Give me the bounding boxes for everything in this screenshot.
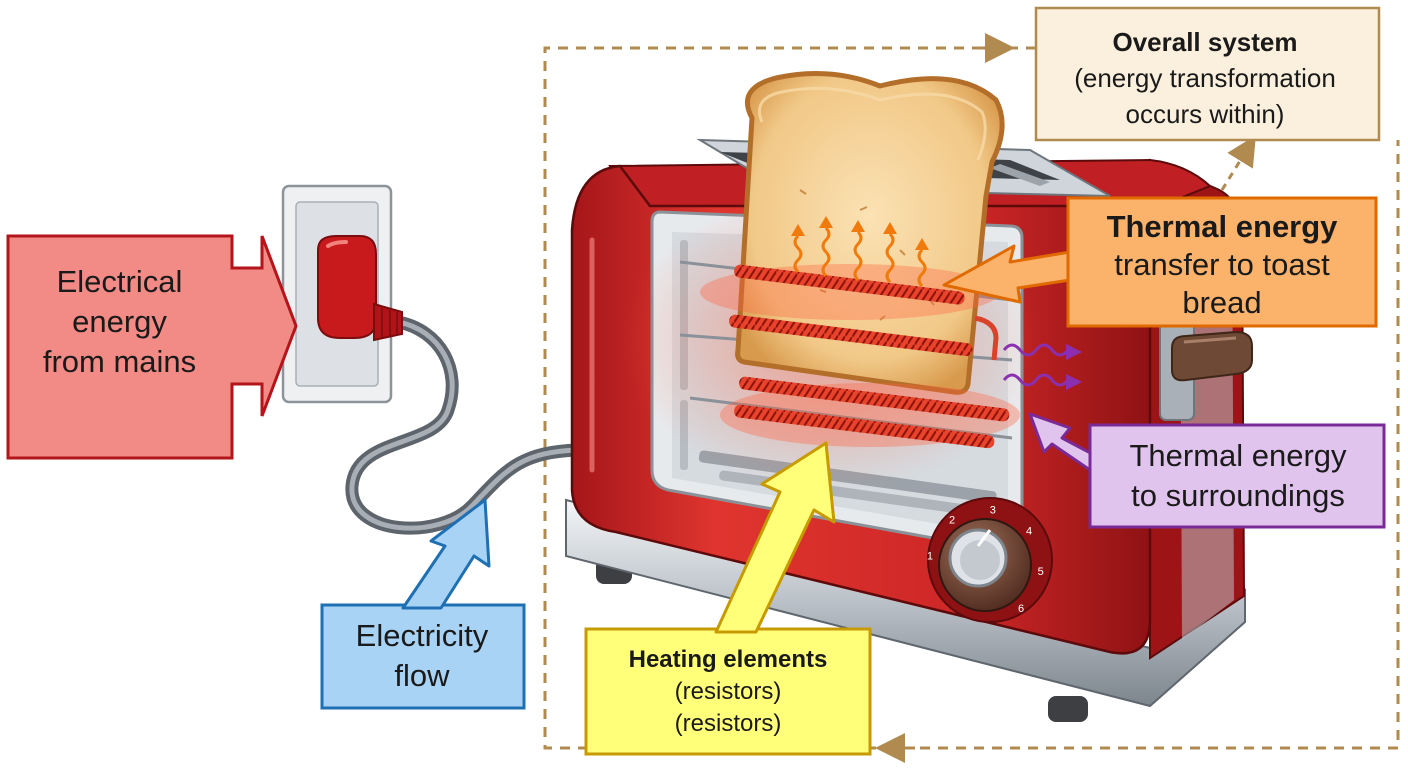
electrical-energy-label: Electrical energy from mains (12, 262, 227, 382)
surroundings-line-2: to surroundings (1131, 478, 1345, 513)
dial-number: 5 (1038, 566, 1044, 578)
toast-line-1: transfer to toast (1114, 247, 1330, 282)
system-boundary (543, 33, 1400, 763)
system-callout-shape (1034, 6, 1381, 142)
dial-number: 6 (1018, 603, 1024, 615)
electricity-flow-label: Electricity flow (322, 616, 522, 696)
thermal-to-toast-label: Thermal energy transfer to toast bread (1072, 208, 1372, 322)
mains-line-2: energy (72, 304, 167, 339)
heating-elements-label: Heating elements (resistors) (resistors) (588, 644, 868, 740)
bread-slice (735, 71, 1005, 395)
flow-line-2: flow (394, 658, 450, 693)
heating-line-1: (resistors) (674, 678, 782, 705)
plug (317, 235, 403, 342)
heat-loss-arrows (1002, 343, 1082, 390)
system-title: Overall system (1112, 27, 1298, 57)
heating-line-2: (resistors) (674, 710, 782, 737)
toast-line-2: bread (1182, 285, 1262, 320)
browning-dial (927, 497, 1053, 623)
toast-callout-shape (942, 196, 1378, 328)
dial-number: 1 (927, 550, 933, 562)
mains-callout-shape (6, 234, 298, 460)
flow-callout-shape (320, 498, 526, 710)
heat-transfer-arrows (793, 226, 927, 288)
surroundings-line-1: Thermal energy (1129, 438, 1347, 473)
dial-number: 3 (990, 505, 996, 517)
mains-line-1: Electrical (56, 264, 183, 299)
surroundings-callout-shape (1028, 412, 1386, 529)
overall-system-label: Overall system (energy transformation oc… (1038, 24, 1372, 132)
heating-callout-shape (584, 441, 872, 756)
mains-line-3: from mains (42, 344, 197, 379)
flow-line-1: Electricity (355, 618, 489, 653)
dial-number: 2 (949, 515, 955, 527)
thermal-to-surroundings-label: Thermal energy to surroundings (1094, 436, 1382, 516)
toast-title: Thermal energy (1106, 209, 1338, 244)
system-line-2: occurs within) (1125, 99, 1285, 129)
heating-coils (700, 264, 1020, 449)
heating-title: Heating elements (628, 646, 828, 673)
heat-arrowheads (791, 216, 929, 250)
dial-numbers: 1 2 3 4 5 6 (927, 505, 1044, 615)
system-line-1: (energy transformation (1074, 63, 1336, 93)
dial-number: 4 (1026, 526, 1032, 538)
